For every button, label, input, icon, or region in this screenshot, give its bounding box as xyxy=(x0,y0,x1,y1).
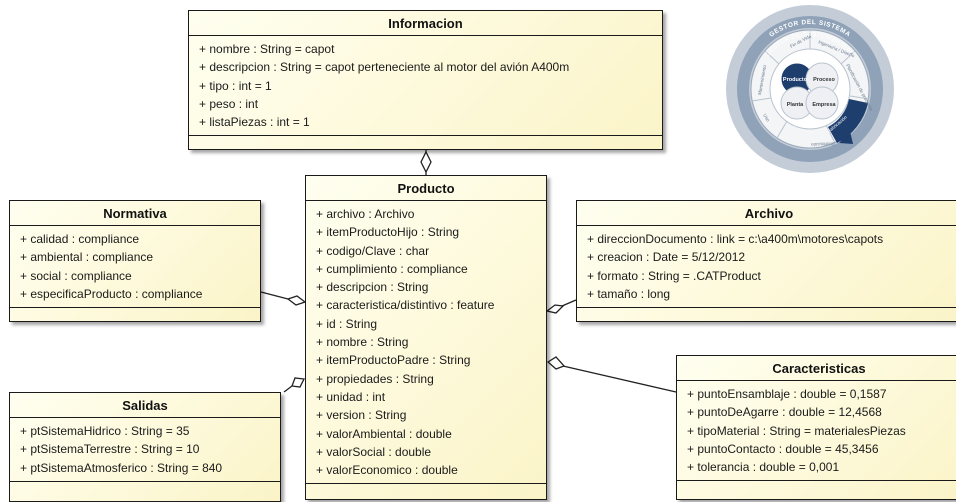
attribute: + ptSistemaAtmosferico : String = 840 xyxy=(20,460,223,475)
svg-text:Producto: Producto xyxy=(783,77,808,83)
class-operations xyxy=(189,136,662,144)
attribute: + formato : String = .CATProduct xyxy=(587,268,761,283)
attribute: + codigo/Clave : char xyxy=(316,243,430,258)
attribute: + peso : int xyxy=(199,96,259,111)
svg-text:Mantenimiento: Mantenimiento xyxy=(757,64,767,95)
attribute: + calidad : compliance xyxy=(20,232,140,246)
attribute: + propiedades : String xyxy=(316,371,434,386)
svg-text:Uso: Uso xyxy=(762,113,771,123)
attribute: + creacion : Date = 5/12/2012 xyxy=(587,250,746,265)
attribute: + tamaño : long xyxy=(587,286,671,301)
lifecycle-circle-icon: GESTOR DEL SISTEMA GESTOR DE SOSTENIBILI… xyxy=(726,5,894,173)
attribute: + unidad : int xyxy=(316,389,386,404)
attribute: + tolerancia : double = 0,001 xyxy=(687,460,840,475)
attribute: + direccionDocumento : link = c:\a400m\m… xyxy=(587,232,884,246)
attribute: + listaPiezas : int = 1 xyxy=(199,115,310,130)
attribute: + valorSocial : double xyxy=(316,444,432,459)
class-attributes: + ptSistemaHidrico : String = 35 + ptSis… xyxy=(10,418,280,482)
attribute: + descripcion : String = capot perteneci… xyxy=(199,60,570,75)
assoc-normativa-producto xyxy=(260,291,289,300)
attribute: + especificaProducto : compliance xyxy=(20,286,203,301)
aggregation-diamond xyxy=(546,356,566,370)
attribute: + puntoContacto : double = 45,3456 xyxy=(687,441,879,456)
svg-text:Proceso: Proceso xyxy=(813,77,835,83)
attribute: + nombre : String xyxy=(316,335,409,350)
attribute: + cumplimiento : compliance xyxy=(316,261,468,276)
attribute: + ptSistemaHidrico : String = 35 xyxy=(20,424,190,438)
class-attributes: + calidad : compliance + ambiental : com… xyxy=(10,226,260,309)
class-title: Caracteristicas xyxy=(677,356,956,381)
class-attributes: + direccionDocumento : link = c:\a400m\m… xyxy=(577,226,956,309)
class-title: Producto xyxy=(306,176,546,201)
sustainability-logo: GESTOR DEL SISTEMA GESTOR DE SOSTENIBILI… xyxy=(725,3,895,175)
aggregation-diamond xyxy=(420,150,432,174)
attribute: + puntoEnsamblaje : double = 0,1587 xyxy=(687,387,887,401)
class-producto[interactable]: Producto + archivo : Archivo + itemProdu… xyxy=(305,175,547,500)
attribute: + tipoMaterial : String = materialesPiez… xyxy=(687,423,906,438)
class-title: Archivo xyxy=(577,201,956,226)
attribute: + version : String xyxy=(316,408,407,423)
attribute: + ambiental : compliance xyxy=(20,250,154,265)
class-informacion[interactable]: Informacion + nombre : String = capot + … xyxy=(188,10,663,150)
attribute: + itemProductoPadre : String xyxy=(316,353,471,368)
class-operations xyxy=(577,308,956,316)
svg-text:Planta: Planta xyxy=(787,102,804,108)
assoc-salidas-producto xyxy=(283,385,293,393)
attribute: + itemProductoHijo : String xyxy=(316,225,460,240)
attribute: + descripcion : String xyxy=(316,280,429,295)
class-archivo[interactable]: Archivo + direccionDocumento : link = c:… xyxy=(576,200,956,322)
class-title: Informacion xyxy=(189,11,662,36)
class-normativa[interactable]: Normativa + calidad : compliance + ambie… xyxy=(9,200,261,322)
attribute: + ptSistemaTerrestre : String = 10 xyxy=(20,442,200,457)
class-caracteristicas[interactable]: Caracteristicas + puntoEnsamblaje : doub… xyxy=(676,355,956,500)
aggregation-diamond xyxy=(291,377,305,388)
assoc-producto-archivo xyxy=(561,299,577,307)
class-salidas[interactable]: Salidas + ptSistemaHidrico : String = 35… xyxy=(9,392,281,502)
aggregation-diamond xyxy=(286,295,307,306)
class-attributes: + puntoEnsamblaje : double = 0,1587 + pu… xyxy=(677,381,956,482)
svg-text:Distribución: Distribución xyxy=(811,141,836,147)
assoc-producto-caracteristicas xyxy=(562,365,677,393)
attribute: + nombre : String = capot xyxy=(199,42,335,56)
attribute: + valorAmbiental : double xyxy=(316,426,452,441)
aggregation-diamond xyxy=(545,304,565,314)
attribute: + puntoDeAgarre : double = 12,4568 xyxy=(687,405,882,420)
class-title: Normativa xyxy=(10,201,260,226)
attribute: + tipo : int = 1 xyxy=(199,78,272,93)
class-title: Salidas xyxy=(10,393,280,418)
class-operations xyxy=(10,482,280,490)
attribute: + archivo : Archivo xyxy=(316,207,415,221)
attribute: + social : compliance xyxy=(20,268,132,283)
class-attributes: + archivo : Archivo + itemProductoHijo :… xyxy=(306,201,546,485)
svg-text:Empresa: Empresa xyxy=(812,102,836,108)
class-attributes: + nombre : String = capot + descripcion … xyxy=(189,36,662,137)
attribute: + caracteristica/distintivo : feature xyxy=(316,298,495,313)
class-operations xyxy=(10,308,260,316)
attribute: + valorEconomico : double xyxy=(316,463,458,478)
attribute: + id : String xyxy=(316,316,378,331)
